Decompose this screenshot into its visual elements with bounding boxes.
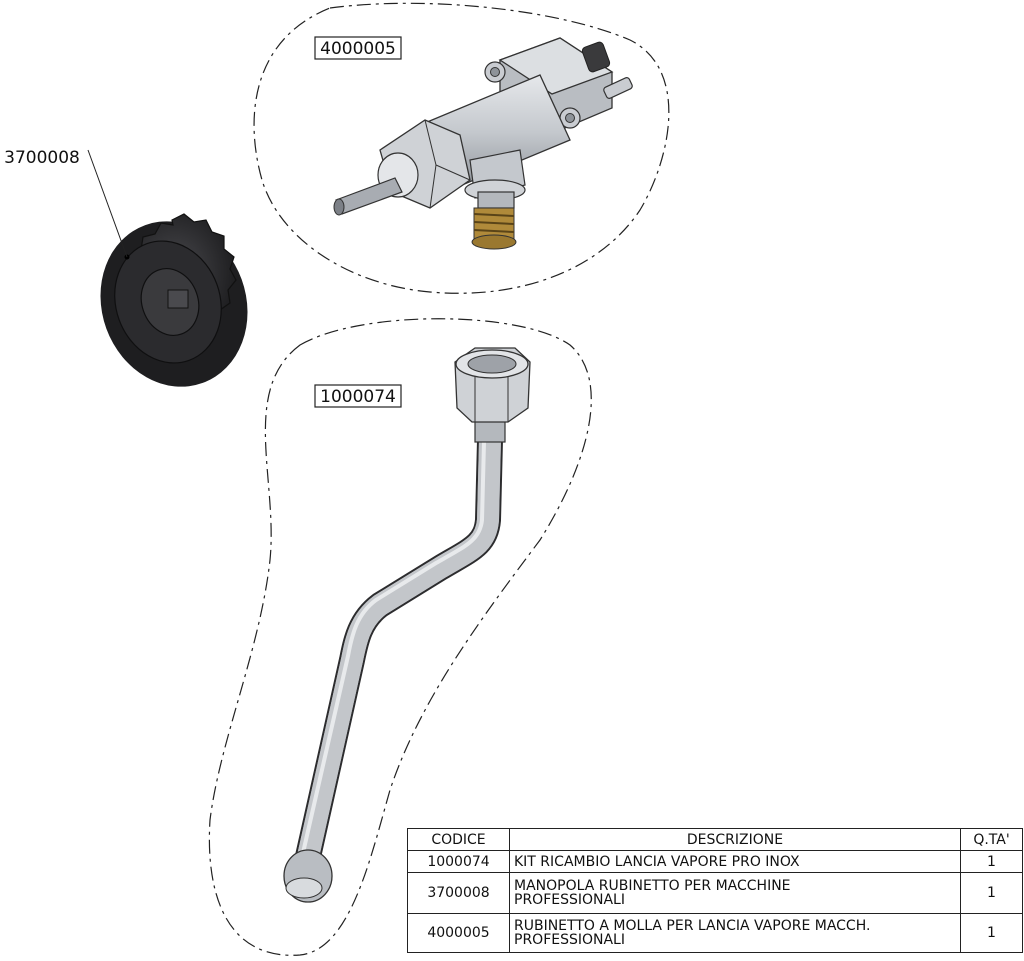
row-qty: 1 [960, 850, 1023, 873]
row-description: MANOPOLA RUBINETTO PER MACCHINE PROFESSI… [509, 872, 961, 914]
header-description: DESCRIZIONE [509, 828, 961, 851]
row-code: 1000074 [407, 850, 510, 873]
knob-part [100, 213, 248, 387]
row-description: KIT RICAMBIO LANCIA VAPORE PRO INOX [509, 850, 961, 873]
parts-list-table: CODICE DESCRIZIONE Q.TA' 1000074 KIT RIC… [407, 828, 1023, 953]
steam-wand-part [283, 347, 531, 903]
wand-callout-box [314, 384, 402, 408]
knob-callout-label: 3700008 [4, 148, 80, 168]
spring-icon [471, 207, 517, 250]
table-header-row: CODICE DESCRIZIONE Q.TA' [407, 828, 1023, 851]
valve-callout-label: 4000005 [320, 39, 396, 59]
row-code: 4000005 [407, 913, 510, 953]
wand-callout-label: 1000074 [320, 387, 396, 407]
row-qty: 1 [960, 872, 1023, 914]
table-row: 4000005 RUBINETTO A MOLLA PER LANCIA VAP… [407, 913, 1023, 953]
wand-group-outline [208, 318, 592, 956]
row-qty: 1 [960, 913, 1023, 953]
row-description: RUBINETTO A MOLLA PER LANCIA VAPORE MACC… [509, 913, 961, 953]
header-code: CODICE [407, 828, 510, 851]
header-qty: Q.TA' [960, 828, 1023, 851]
knob-leader-line [87, 149, 128, 258]
valve-group-outline [253, 2, 670, 294]
row-code: 3700008 [407, 872, 510, 914]
valve-callout-box [314, 36, 402, 60]
table-row: 1000074 KIT RICAMBIO LANCIA VAPORE PRO I… [407, 850, 1023, 873]
table-row: 3700008 MANOPOLA RUBINETTO PER MACCHINE … [407, 872, 1023, 914]
spring-valve-part [333, 37, 633, 250]
